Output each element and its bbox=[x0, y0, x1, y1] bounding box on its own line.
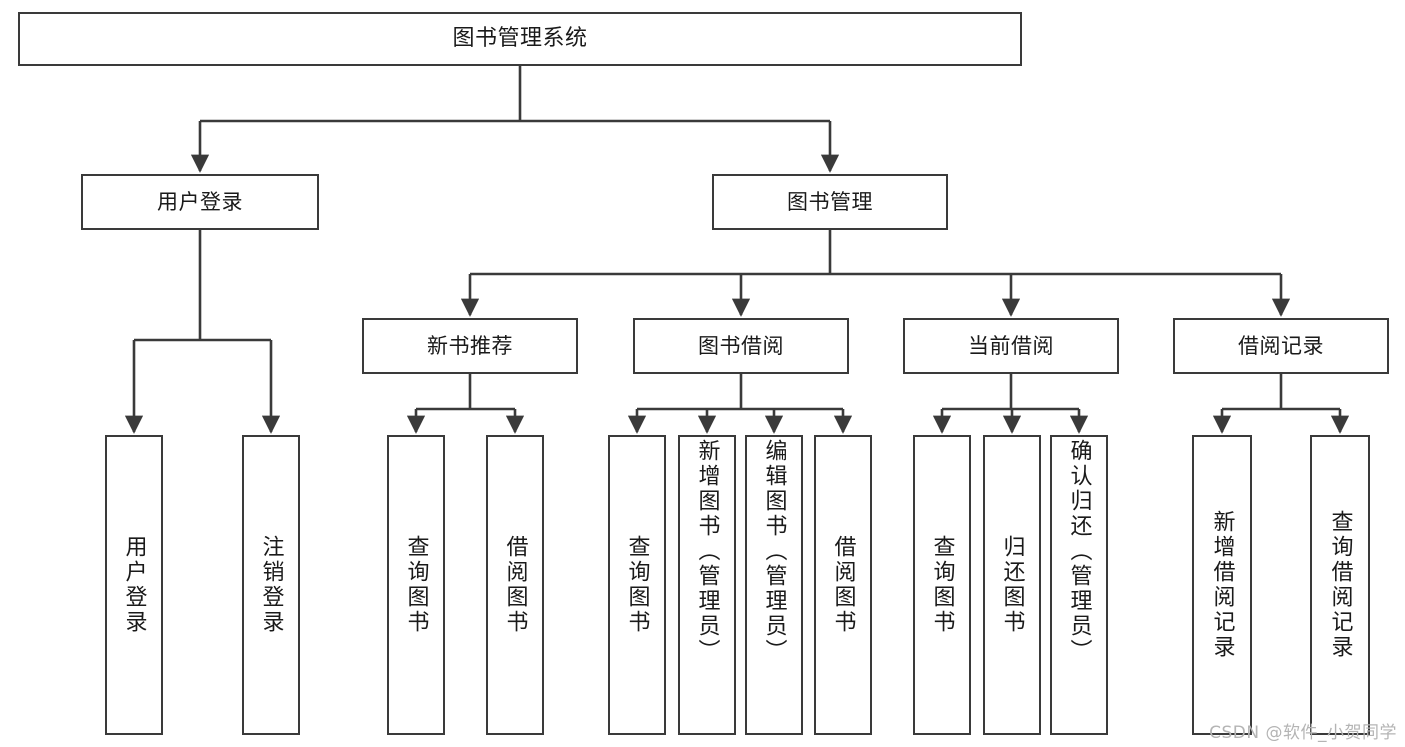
node-leaf-return-book[interactable]: 归还图书 bbox=[983, 435, 1041, 735]
node-borrow-record[interactable]: 借阅记录 bbox=[1173, 318, 1389, 374]
node-label-book-borrow: 图书借阅 bbox=[698, 333, 784, 358]
node-new-book-recommend[interactable]: 新书推荐 bbox=[362, 318, 578, 374]
node-label-user-login: 用户登录 bbox=[157, 189, 243, 214]
node-current-borrow[interactable]: 当前借阅 bbox=[903, 318, 1119, 374]
node-leaf-query-record[interactable]: 查询借阅记录 bbox=[1310, 435, 1370, 735]
node-label-leaf-query-book-2: 查询图书 bbox=[624, 535, 650, 635]
node-leaf-add-record[interactable]: 新增借阅记录 bbox=[1192, 435, 1252, 735]
node-label-leaf-query-book-1: 查询图书 bbox=[403, 535, 429, 635]
node-label-leaf-add-record: 新增借阅记录 bbox=[1209, 510, 1235, 660]
node-label-leaf-borrow-book-1: 借阅图书 bbox=[502, 535, 528, 635]
node-label-leaf-confirm-return: 确认归还（管理员） bbox=[1066, 439, 1092, 664]
node-leaf-user-logout[interactable]: 注销登录 bbox=[242, 435, 300, 735]
node-user-login[interactable]: 用户登录 bbox=[81, 174, 319, 230]
node-label-current-borrow: 当前借阅 bbox=[968, 333, 1054, 358]
node-label-leaf-query-book-3: 查询图书 bbox=[929, 535, 955, 635]
node-leaf-add-book[interactable]: 新增图书（管理员） bbox=[678, 435, 736, 735]
node-leaf-query-book-1[interactable]: 查询图书 bbox=[387, 435, 445, 735]
node-label-root: 图书管理系统 bbox=[452, 26, 588, 52]
node-root[interactable]: 图书管理系统 bbox=[18, 12, 1022, 66]
node-label-leaf-edit-book: 编辑图书（管理员） bbox=[761, 439, 787, 664]
node-book-manage[interactable]: 图书管理 bbox=[712, 174, 948, 230]
node-leaf-query-book-2[interactable]: 查询图书 bbox=[608, 435, 666, 735]
node-label-leaf-add-book: 新增图书（管理员） bbox=[694, 439, 720, 664]
node-leaf-borrow-book-1[interactable]: 借阅图书 bbox=[486, 435, 544, 735]
node-label-leaf-user-logout: 注销登录 bbox=[258, 535, 284, 635]
node-label-leaf-borrow-book-2: 借阅图书 bbox=[830, 535, 856, 635]
node-leaf-user-login[interactable]: 用户登录 bbox=[105, 435, 163, 735]
node-label-leaf-return-book: 归还图书 bbox=[999, 535, 1025, 635]
node-leaf-query-book-3[interactable]: 查询图书 bbox=[913, 435, 971, 735]
node-label-book-manage: 图书管理 bbox=[787, 189, 873, 214]
node-label-leaf-user-login: 用户登录 bbox=[121, 535, 147, 635]
node-book-borrow[interactable]: 图书借阅 bbox=[633, 318, 849, 374]
node-leaf-confirm-return[interactable]: 确认归还（管理员） bbox=[1050, 435, 1108, 735]
node-label-leaf-query-record: 查询借阅记录 bbox=[1327, 510, 1353, 660]
node-label-borrow-record: 借阅记录 bbox=[1238, 333, 1324, 358]
node-leaf-borrow-book-2[interactable]: 借阅图书 bbox=[814, 435, 872, 735]
node-label-new-book-recommend: 新书推荐 bbox=[427, 333, 513, 358]
node-leaf-edit-book[interactable]: 编辑图书（管理员） bbox=[745, 435, 803, 735]
watermark-text: CSDN @软件_小贺同学 bbox=[1209, 723, 1397, 743]
